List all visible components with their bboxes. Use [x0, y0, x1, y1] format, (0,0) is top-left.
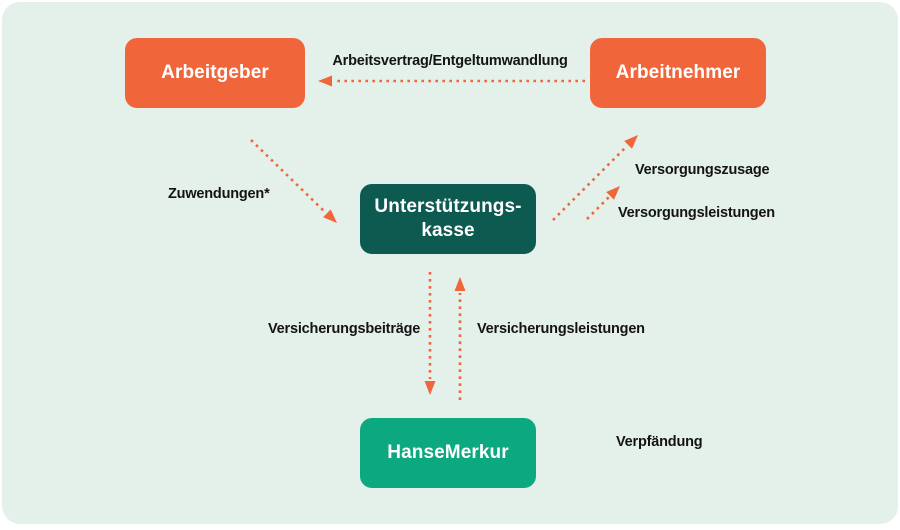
node-hansemerkur-label: HanseMerkur — [387, 442, 509, 464]
node-unterstuetzungskasse: Unterstützungs- kasse — [360, 184, 536, 254]
node-unterstuetzungskasse-label-line2: kasse — [421, 220, 475, 241]
edge-label-verpfaendung: Verpfändung — [616, 434, 703, 450]
edge-label-arbeitsvertrag: Arbeitsvertrag/Entgeltumwandlung — [332, 53, 568, 69]
edge-label-versicherungsbeitraege: Versicherungsbeiträge — [268, 321, 421, 337]
edge-label-zuwendungen: Zuwendungen* — [168, 186, 270, 202]
edge-label-versicherungsleistungen: Versicherungsleistungen — [477, 321, 645, 337]
node-hansemerkur: HanseMerkur — [360, 418, 536, 488]
edge-label-versorgungsleistungen: Versorgungsleistungen — [618, 205, 775, 221]
edge-label-versorgungszusage: Versorgungszusage — [635, 162, 770, 178]
node-arbeitgeber: Arbeitgeber — [125, 38, 305, 108]
node-unterstuetzungskasse-label-line1: Unterstützungs- — [374, 196, 522, 218]
node-arbeitnehmer: Arbeitnehmer — [590, 38, 766, 108]
node-arbeitgeber-label: Arbeitgeber — [161, 62, 269, 84]
node-arbeitnehmer-label: Arbeitnehmer — [615, 62, 741, 84]
